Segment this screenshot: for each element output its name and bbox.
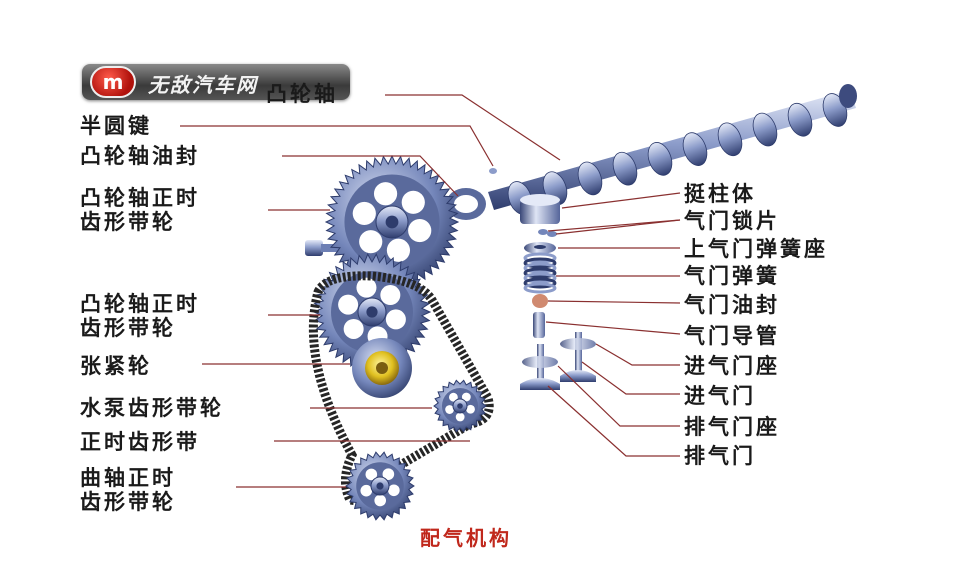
label-tensioner: 张紧轮 <box>80 354 152 378</box>
label-crank-pulley-line2: 齿形带轮 <box>80 490 176 514</box>
label-intake-valve: 进气门 <box>684 384 756 408</box>
label-valve-spring: 气门弹簧 <box>684 264 780 288</box>
label-camshaft-oil-seal: 凸轮轴油封 <box>80 144 200 168</box>
label-valve-guide: 气门导管 <box>684 324 780 348</box>
logo-badge: m <box>90 66 136 98</box>
pulley-bolt <box>305 240 339 256</box>
diagram-caption: 配气机构 <box>420 526 512 550</box>
tensioner-pulley <box>352 338 412 398</box>
label-camshaft: 凸轮轴 <box>266 82 338 106</box>
label-crank-pulley: 曲轴正时 齿形带轮 <box>80 466 176 514</box>
label-timing-belt: 正时齿形带 <box>80 430 200 454</box>
label-cam-pulley-upper-line2: 齿形带轮 <box>80 210 176 234</box>
intake-valve <box>560 332 596 382</box>
label-upper-spring-seat: 上气门弹簧座 <box>684 237 828 261</box>
logo-text: 无敌汽车网 <box>148 73 258 97</box>
label-crank-pulley-line1: 曲轴正时 <box>80 466 176 490</box>
valve-spring <box>523 252 557 294</box>
valve-keepers <box>538 229 557 237</box>
label-exhaust-valve: 排气门 <box>684 444 756 468</box>
valve-guide <box>533 312 545 338</box>
exhaust-valve <box>520 344 560 390</box>
label-intake-valve-seat: 进气门座 <box>684 354 780 378</box>
valve-oil-seal <box>532 294 548 308</box>
water-pump-pulley <box>433 379 487 433</box>
leader-lines <box>180 94 681 488</box>
camshaft-oil-seal <box>446 188 486 220</box>
label-tappet: 挺柱体 <box>684 182 756 206</box>
camshaft-timing-pulley-belt <box>312 253 432 371</box>
tappet <box>520 194 560 224</box>
label-cam-pulley-belt: 凸轮轴正时 齿形带轮 <box>80 292 200 340</box>
label-cam-pulley-belt-line2: 齿形带轮 <box>80 316 176 340</box>
upper-spring-seat <box>524 242 556 254</box>
label-exhaust-valve-seat: 排气门座 <box>684 415 780 439</box>
label-woodruff-key: 半圆键 <box>80 114 152 138</box>
label-cam-pulley-upper-line1: 凸轮轴正时 <box>80 186 200 210</box>
label-valve-oil-seal: 气门油封 <box>684 293 780 317</box>
crankshaft-timing-pulley <box>345 451 415 521</box>
watermark-logo: m 无敌汽车网 <box>82 64 350 100</box>
label-cam-pulley-upper: 凸轮轴正时 齿形带轮 <box>80 186 200 234</box>
label-cam-pulley-belt-line1: 凸轮轴正时 <box>80 292 200 316</box>
label-valve-keepers: 气门锁片 <box>684 209 780 233</box>
label-water-pump-pulley: 水泵齿形带轮 <box>80 396 224 420</box>
logo-badge-letter: m <box>102 70 124 94</box>
woodruff-key <box>489 168 497 174</box>
